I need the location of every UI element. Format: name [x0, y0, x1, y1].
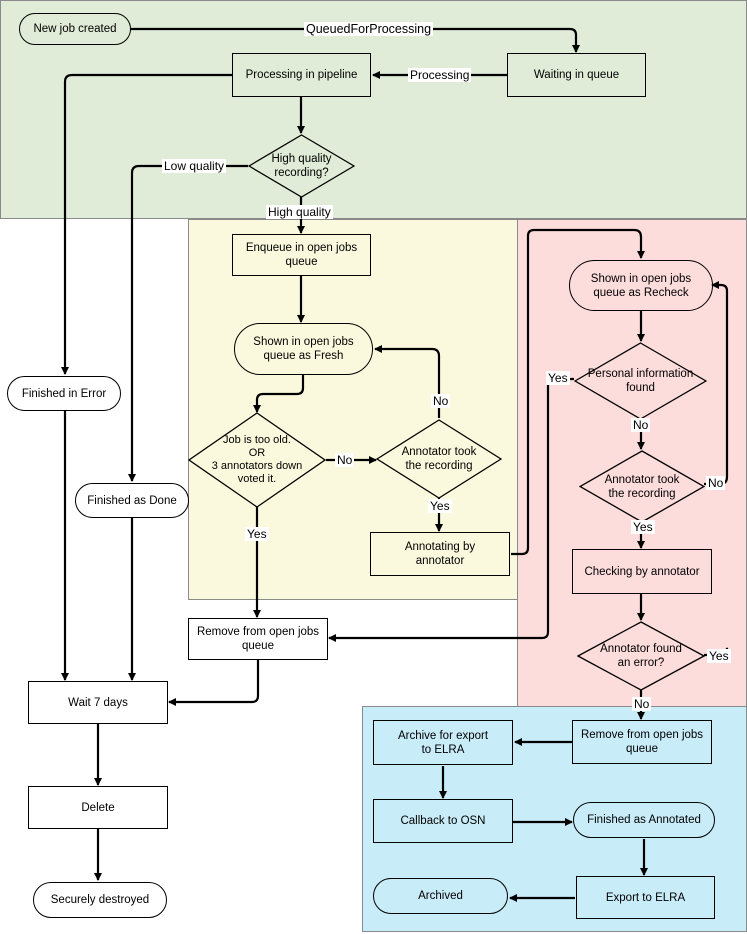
node-remove-from-open-jobs-1: Remove from open jobs queue	[188, 618, 328, 660]
node-label: Finished in Error	[21, 387, 107, 400]
node-archive-for-export: Archive for export to ELRA	[373, 720, 513, 765]
node-label: Enqueue in open jobs queue	[245, 242, 358, 268]
node-label: Delete	[81, 801, 115, 814]
edge-label-no-founderror: No	[632, 697, 652, 711]
node-delete: Delete	[28, 786, 168, 829]
edge-label-high-quality: High quality	[266, 205, 333, 219]
edge-label-yes-founderror: Yes	[707, 649, 731, 663]
edge-label-no-took1: No	[431, 394, 451, 408]
edge-label-no-personal: No	[631, 418, 651, 432]
node-wait-7-days: Wait 7 days	[28, 681, 168, 724]
node-enqueue-open-jobs: Enqueue in open jobs queue	[232, 234, 371, 276]
decision-label: Job is too old. OR 3 annotators down vot…	[211, 434, 303, 485]
node-remove-from-open-jobs-2: Remove from open jobs queue	[572, 720, 712, 764]
node-label: Remove from open jobs queue	[580, 729, 704, 755]
edge-label-queued-for-processing: QueuedForProcessing	[304, 22, 434, 36]
node-label: Export to ELRA	[605, 891, 686, 904]
node-archived: Archived	[373, 878, 508, 914]
node-label: Securely destroyed	[50, 894, 150, 906]
node-label: Archived	[418, 890, 463, 902]
node-processing-in-pipeline: Processing in pipeline	[232, 53, 371, 97]
node-securely-destroyed: Securely destroyed	[33, 882, 167, 918]
node-label: Archive for export to ELRA	[397, 729, 489, 756]
node-label: Shown in open jobs queue as Recheck	[590, 272, 692, 299]
node-export-to-elra: Export to ELRA	[576, 876, 715, 919]
node-waiting-in-queue: Waiting in queue	[507, 53, 646, 97]
decision-annotator-took-2: Annotator took the recording	[579, 450, 705, 523]
edge-label-no-tooold: No	[335, 453, 355, 467]
edge-label-processing: Processing	[408, 68, 472, 82]
node-label: Shown in open jobs queue as Fresh	[253, 336, 354, 362]
edge-label-yes-took1: Yes	[428, 499, 452, 513]
node-label: Waiting in queue	[533, 69, 620, 81]
edge-processing-to-error	[61, 73, 232, 375]
decision-label: Annotator took the recording	[604, 473, 680, 500]
edge-new-to-waiting	[130, 27, 580, 53]
edge-remove-to-wait	[168, 659, 260, 706]
decision-label: Annotator took the recording	[401, 446, 477, 472]
node-label: New job created	[33, 23, 117, 35]
edge-label-yes-took2: Yes	[631, 520, 655, 534]
node-finished-as-done: Finished as Done	[75, 483, 189, 518]
edge-label-yes-personal: Yes	[546, 371, 570, 385]
node-new-job-created: New job created	[19, 13, 131, 45]
node-finished-as-annotated: Finished as Annotated	[573, 802, 715, 838]
edge-annotating-to-recheck	[511, 228, 645, 556]
node-label: Callback to OSN	[400, 815, 486, 827]
edge-took2-no-to-recheck	[704, 281, 729, 486]
node-callback-to-osn: Callback to OSN	[373, 799, 513, 843]
node-annotating-by-annotator: Annotating by annotator	[370, 532, 510, 576]
decision-found-error: Annotator found an error?	[577, 621, 705, 691]
node-label: Checking by annotator	[584, 565, 700, 578]
node-shown-as-recheck: Shown in open jobs queue as Recheck	[569, 260, 713, 311]
decision-job-too-old: Job is too old. OR 3 annotators down vot…	[188, 412, 326, 508]
export-region	[362, 706, 747, 932]
edge-label-no-took2: No	[706, 476, 726, 490]
decision-label: Personal information found	[587, 368, 694, 394]
edge-lowquality-to-done	[128, 164, 248, 482]
decision-high-quality: High quality recording?	[248, 134, 355, 198]
node-label: Wait 7 days	[68, 696, 128, 709]
edge-took-no-to-fresh	[374, 345, 441, 418]
edge-fresh-to-tooold	[253, 374, 305, 413]
node-finished-in-error: Finished in Error	[7, 376, 121, 411]
node-label: Finished as Annotated	[587, 814, 701, 826]
node-label: Finished as Done	[87, 494, 177, 507]
node-label: Annotating by annotator	[404, 541, 476, 567]
node-label: Remove from open jobs queue	[196, 626, 320, 652]
edge-label-yes-tooold: Yes	[245, 527, 269, 541]
decision-label: High quality recording?	[271, 153, 332, 179]
fresh-annotation-region	[188, 219, 518, 600]
node-label: Processing in pipeline	[245, 69, 358, 81]
node-checking-by-annotator: Checking by annotator	[572, 549, 712, 594]
decision-label: Annotator found an error?	[600, 643, 682, 669]
node-shown-as-fresh: Shown in open jobs queue as Fresh	[234, 323, 373, 375]
decision-annotator-took-1: Annotator took the recording	[376, 419, 502, 499]
edge-label-low-quality: Low quality	[162, 159, 227, 173]
decision-personal-info: Personal information found	[574, 342, 707, 420]
